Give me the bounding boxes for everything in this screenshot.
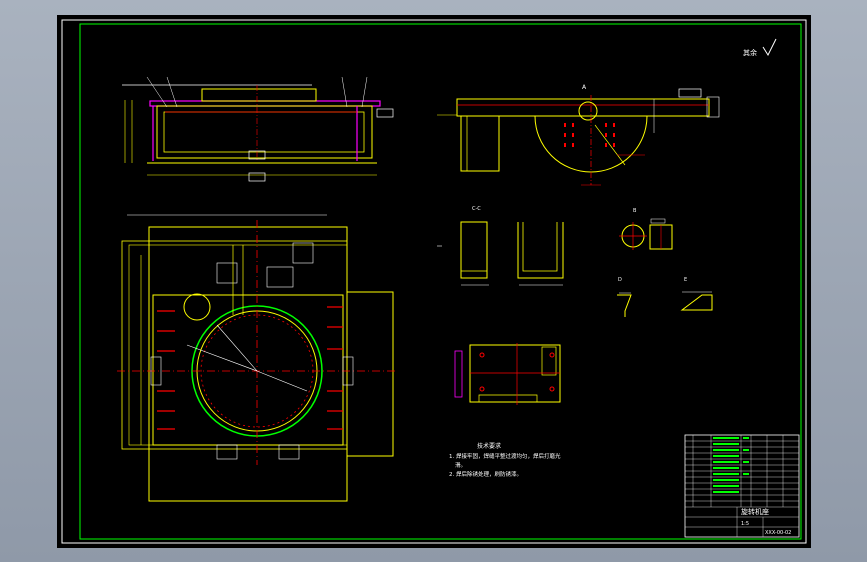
section-label-cc: C-C [472, 206, 481, 212]
sheet-inner-border [79, 23, 802, 540]
view-label-a: A [582, 84, 587, 91]
detail-b: B [619, 208, 673, 250]
detail-d: D [617, 277, 632, 317]
technical-requirements: 技术要求 1. 焊接牢固，焊缝平整过渡均匀，焊后打磨光 滑。 2. 焊后除锈处理… [449, 442, 561, 478]
title-block-scale: 1:5 [741, 521, 749, 527]
title-block-name: 旋转机座 [741, 507, 769, 516]
view-label-d: D [618, 277, 622, 283]
roughness-symbol: 其余 [743, 38, 777, 57]
tech-req-line2: 2. 焊后除锈处理，刷防锈漆。 [449, 470, 522, 478]
front-view [122, 76, 394, 182]
view-label-b: B [633, 208, 637, 214]
roughness-text: 其余 [743, 48, 757, 57]
title-block: 旋转机座 1:5 XXX-00-02 [684, 434, 800, 538]
base-plate-view [454, 343, 561, 405]
plan-view [117, 214, 397, 502]
cad-drawing-canvas: 其余 A [61, 19, 807, 544]
sheet-outer-border [61, 19, 807, 544]
side-view: A [437, 84, 720, 186]
cad-viewport[interactable]: 其余 A [57, 15, 811, 548]
view-label-e: E [684, 277, 687, 283]
detail-e: E [680, 277, 713, 311]
section-cc: C-C [437, 206, 564, 286]
tech-req-title: 技术要求 [477, 442, 501, 450]
tech-req-line1b: 滑。 [455, 461, 466, 469]
tech-req-line1: 1. 焊接牢固，焊缝平整过渡均匀，焊后打磨光 [449, 452, 561, 460]
title-block-drawing-no: XXX-00-02 [765, 530, 791, 536]
